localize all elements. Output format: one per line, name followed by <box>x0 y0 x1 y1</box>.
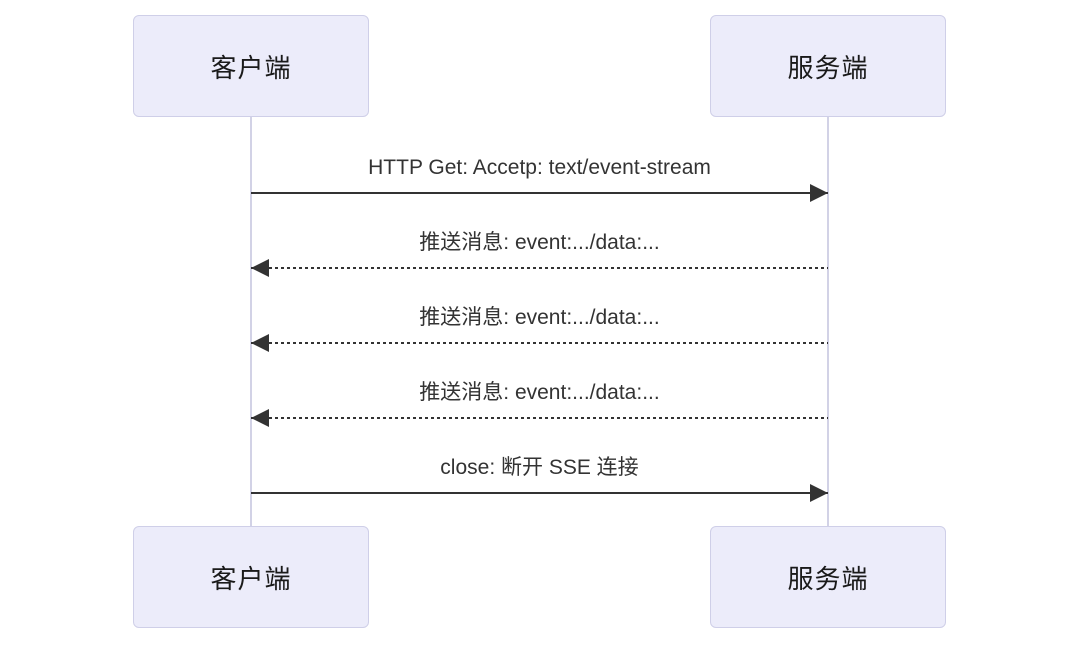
actor-label-client: 客户端 <box>210 563 292 594</box>
lifeline-client <box>250 117 252 526</box>
arrowhead-right-icon <box>810 484 828 502</box>
message-line <box>251 342 828 344</box>
actor-box-client-bottom: 客户端 <box>133 526 369 628</box>
message-http-get: HTTP Get: Accetp: text/event-stream <box>251 151 828 202</box>
arrowhead-left-icon <box>251 409 269 427</box>
lifeline-server <box>827 117 829 526</box>
actor-label-server: 服务端 <box>787 563 869 594</box>
message-close: close: 断开 SSE 连接 <box>251 451 828 502</box>
message-label: close: 断开 SSE 连接 <box>440 456 639 479</box>
message-label: 推送消息: event:.../data:... <box>419 231 660 254</box>
arrowhead-right-icon <box>810 184 828 202</box>
message-label: HTTP Get: Accetp: text/event-stream <box>368 156 711 179</box>
message-label: 推送消息: event:.../data:... <box>419 381 660 404</box>
message-push-3: 推送消息: event:.../data:... <box>251 376 828 427</box>
arrowhead-left-icon <box>251 334 269 352</box>
actor-box-server-top: 服务端 <box>710 15 946 117</box>
arrowhead-left-icon <box>251 259 269 277</box>
message-line <box>251 192 828 194</box>
message-push-1: 推送消息: event:.../data:... <box>251 226 828 277</box>
message-label: 推送消息: event:.../data:... <box>419 306 660 329</box>
actor-box-server-bottom: 服务端 <box>710 526 946 628</box>
actor-box-client-top: 客户端 <box>133 15 369 117</box>
message-push-2: 推送消息: event:.../data:... <box>251 301 828 352</box>
message-line <box>251 492 828 494</box>
message-line <box>251 417 828 419</box>
actor-label-server: 服务端 <box>787 52 869 83</box>
actor-label-client: 客户端 <box>210 52 292 83</box>
message-line <box>251 267 828 269</box>
